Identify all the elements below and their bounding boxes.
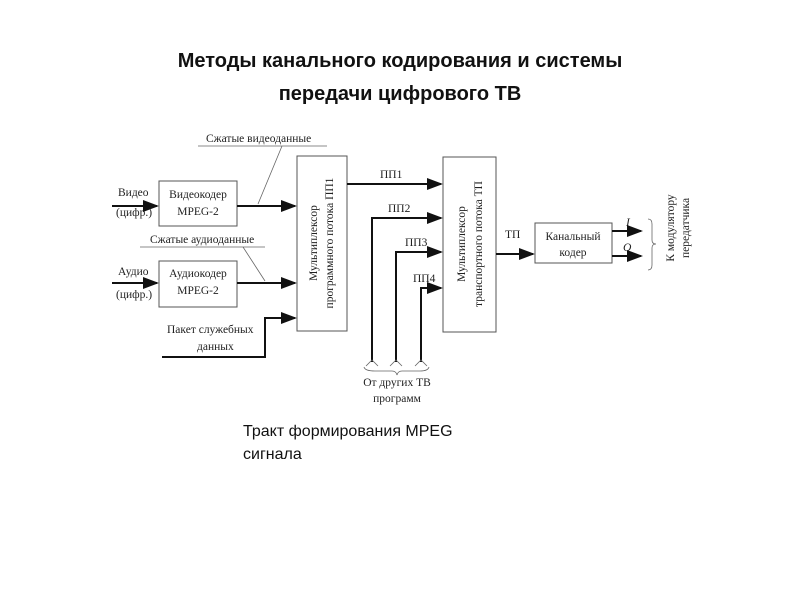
transport-mux-sub: транспортного потока ТП	[473, 181, 485, 307]
program-mux-box	[296, 155, 348, 332]
stream-pp3-line	[395, 246, 443, 362]
service-packet-sub: данных	[197, 341, 234, 353]
diagram-caption: Тракт формирования MPEG сигнала	[243, 420, 453, 466]
stream-pp1-label: ПП1	[380, 169, 403, 181]
title-line-2: передачи цифрового ТВ	[278, 83, 522, 105]
stream-pp4-label: ПП4	[413, 273, 436, 285]
stream-pp2-line	[371, 212, 443, 362]
video-coder-box	[158, 180, 238, 227]
stream-input-ticks	[365, 359, 428, 367]
channel-coder-box	[534, 222, 613, 264]
tp-label: ТП	[505, 229, 520, 241]
other-programs-sub: программ	[373, 393, 422, 405]
compressed-video-label: Сжатые видеоданные	[206, 133, 311, 145]
video-input-sub: (цифр.)	[116, 207, 152, 219]
audio-coder-sub: MPEG-2	[177, 285, 219, 297]
caption-line-1: Тракт формирования MPEG	[243, 423, 453, 440]
video-coder-label: Видеокодер	[169, 189, 227, 201]
audio-coder-box	[158, 260, 238, 308]
slide-title: Методы канального кодирования и системы …	[0, 45, 800, 111]
channel-coder-label: Канальный	[545, 231, 600, 243]
stream-pp2-label: ПП2	[388, 203, 411, 215]
other-programs-brace	[363, 366, 430, 376]
stream-pp4-line	[420, 282, 443, 362]
video-coder-sub: MPEG-2	[177, 206, 219, 218]
channel-coder-sub: кодер	[559, 247, 586, 259]
caption-line-2: сигнала	[243, 446, 302, 463]
other-programs-label: От других ТВ	[363, 377, 431, 389]
q-label: Q	[623, 242, 632, 254]
title-line-1: Методы канального кодирования и системы	[177, 50, 623, 72]
audio-coder-label: Аудиокодер	[169, 268, 227, 280]
compressed-audio-leader	[140, 246, 266, 282]
program-mux-label: Мультиплексор	[308, 205, 320, 281]
audio-input-label: Аудио	[118, 266, 149, 278]
stream-pp3-label: ПП3	[405, 237, 428, 249]
video-input-label: Видео	[118, 187, 149, 199]
to-modulator-label: К модулятору	[665, 194, 677, 262]
transport-mux-box	[442, 156, 497, 333]
transport-mux-label: Мультиплексор	[456, 206, 468, 282]
service-packet-label: Пакет служебных	[167, 324, 254, 336]
service-packet-line	[162, 312, 297, 358]
compressed-video-leader	[198, 145, 327, 205]
compressed-audio-label: Сжатые аудиоданные	[150, 234, 254, 246]
modulator-brace	[647, 218, 657, 271]
to-modulator-sub: передатчика	[680, 198, 692, 258]
audio-input-sub: (цифр.)	[116, 289, 152, 301]
program-mux-sub: программного потока ПП1	[324, 177, 336, 308]
i-label: I	[625, 217, 631, 229]
